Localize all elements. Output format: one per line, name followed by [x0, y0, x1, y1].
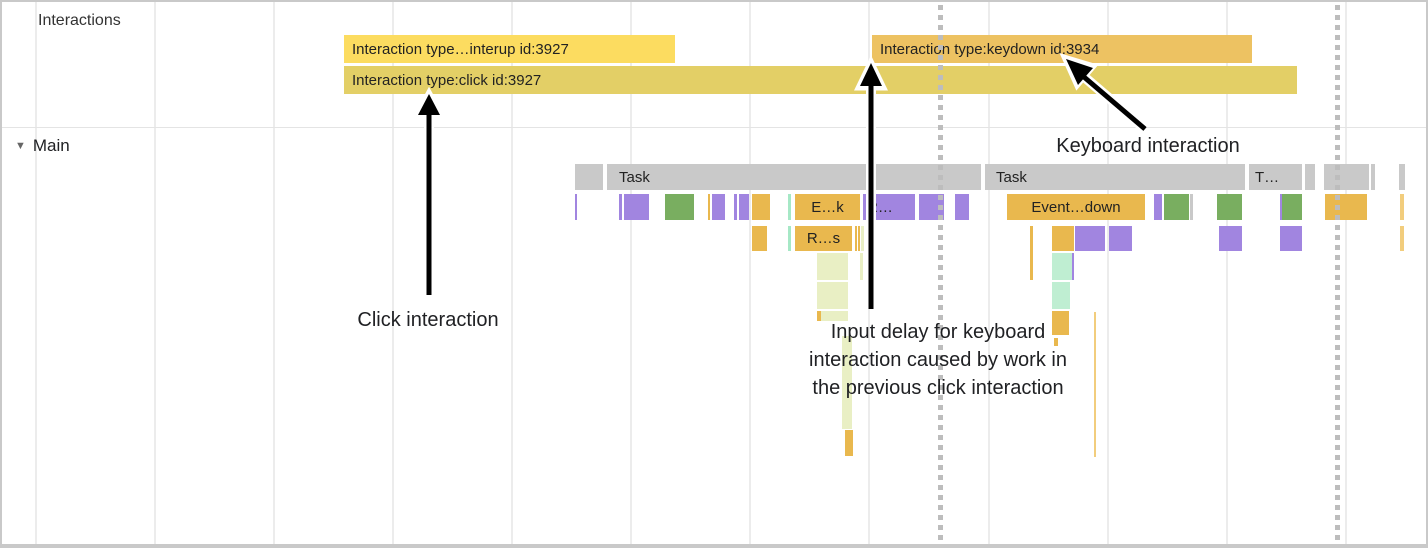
click-arrow [418, 94, 440, 295]
gridline [1107, 2, 1109, 544]
interaction-bar-interup[interactable]: Interaction type…interup id:3927 [344, 35, 675, 63]
flame-bar[interactable] [1280, 226, 1302, 251]
main-track-header[interactable]: ▼ Main [15, 136, 70, 156]
flame-bar[interactable] [955, 194, 969, 220]
flame-bar[interactable] [842, 336, 852, 429]
flame-bar[interactable] [1072, 253, 1074, 280]
input-delay-line-2: interaction caused by work in [809, 349, 1067, 371]
click-arrow-casing [411, 86, 447, 295]
flame-bar[interactable] [1400, 194, 1404, 220]
flame-bar[interactable] [821, 311, 848, 321]
click-interaction-annotation: Click interaction [357, 309, 499, 331]
flame-bar[interactable] [1052, 226, 1074, 251]
flame-bar[interactable] [708, 194, 710, 220]
flame-bar[interactable] [739, 194, 749, 220]
dotted-guideline [1335, 5, 1340, 544]
run-microtasks-bar[interactable]: R…s [795, 226, 852, 251]
gridline [392, 2, 394, 544]
flame-bar[interactable] [817, 253, 848, 280]
flame-bar[interactable] [752, 194, 770, 220]
gridline [35, 2, 37, 544]
flame-bar[interactable] [1030, 226, 1033, 280]
flame-bar[interactable] [734, 194, 737, 220]
keyboard-interaction-annotation: Keyboard interaction [1056, 135, 1240, 157]
flame-bar[interactable] [1325, 194, 1367, 220]
recalc-bar[interactable]: R… [863, 194, 915, 220]
flame-bar[interactable] [861, 226, 864, 251]
flame-bar[interactable] [624, 194, 649, 220]
flame-bar[interactable] [845, 430, 853, 456]
flame-bar[interactable] [858, 226, 860, 251]
track-divider [2, 127, 1426, 128]
interactions-track-label: Interactions [38, 12, 121, 29]
task-bar[interactable] [1399, 164, 1405, 190]
collapse-triangle-icon[interactable]: ▼ [15, 140, 26, 152]
flame-bar[interactable] [788, 194, 791, 220]
flame-bar[interactable] [665, 194, 694, 220]
flame-bar[interactable] [1282, 194, 1302, 220]
task-bar[interactable]: Task [985, 164, 1245, 190]
flame-bar[interactable] [1109, 226, 1132, 251]
input-delay-annotation: Input delay for keyboard interaction cau… [809, 318, 1067, 402]
flame-bar[interactable] [1054, 338, 1058, 346]
event-click-bar[interactable]: E…k [795, 194, 860, 220]
event-keydown-bar[interactable]: Event…down [1007, 194, 1145, 220]
flame-bar[interactable] [1052, 282, 1070, 309]
flame-bar[interactable] [1217, 194, 1242, 220]
gridline [511, 2, 513, 544]
flame-bar[interactable] [619, 194, 622, 220]
flame-bar[interactable] [788, 226, 791, 251]
task-bar[interactable] [1371, 164, 1375, 190]
gridline [1345, 2, 1347, 544]
task-bar[interactable] [1305, 164, 1315, 190]
gridline [1226, 2, 1228, 544]
flame-bar[interactable] [817, 282, 848, 309]
task-bar[interactable] [575, 164, 603, 190]
flame-bar[interactable] [1164, 194, 1189, 220]
flame-bar[interactable] [1154, 194, 1162, 220]
flame-bar[interactable] [817, 311, 821, 321]
interaction-bar-keydown[interactable]: Interaction type:keydown id:3934 [872, 35, 1252, 63]
gridline [630, 2, 632, 544]
dotted-guideline [938, 5, 943, 544]
task-bar[interactable]: T… [1249, 164, 1302, 190]
flame-bar[interactable] [712, 194, 725, 220]
task-bar[interactable]: Task [607, 164, 981, 190]
interaction-bar-click[interactable]: Interaction type:click id:3927 [344, 66, 1297, 94]
flame-bar[interactable] [1094, 312, 1096, 457]
flame-bar[interactable] [1400, 226, 1404, 251]
input-delay-line-1: Input delay for keyboard [830, 321, 1046, 343]
input-delay-line-3: the previous click interaction [812, 377, 1064, 399]
flame-bar[interactable] [1190, 194, 1193, 220]
gridline [749, 2, 751, 544]
flame-bar[interactable] [1280, 194, 1282, 220]
task-bar[interactable] [1324, 164, 1369, 190]
gridline [273, 2, 275, 544]
flame-bar[interactable] [855, 226, 857, 251]
flame-bar[interactable] [575, 194, 577, 220]
flame-bar[interactable] [1219, 226, 1242, 251]
flame-bar[interactable] [752, 226, 767, 251]
gridline [154, 2, 156, 544]
gridline [988, 2, 990, 544]
main-track-label: Main [32, 136, 70, 155]
flame-bar[interactable] [1052, 253, 1072, 280]
flame-bar[interactable] [1075, 226, 1105, 251]
flame-bar[interactable] [860, 253, 863, 280]
flame-bar[interactable] [1052, 311, 1069, 335]
